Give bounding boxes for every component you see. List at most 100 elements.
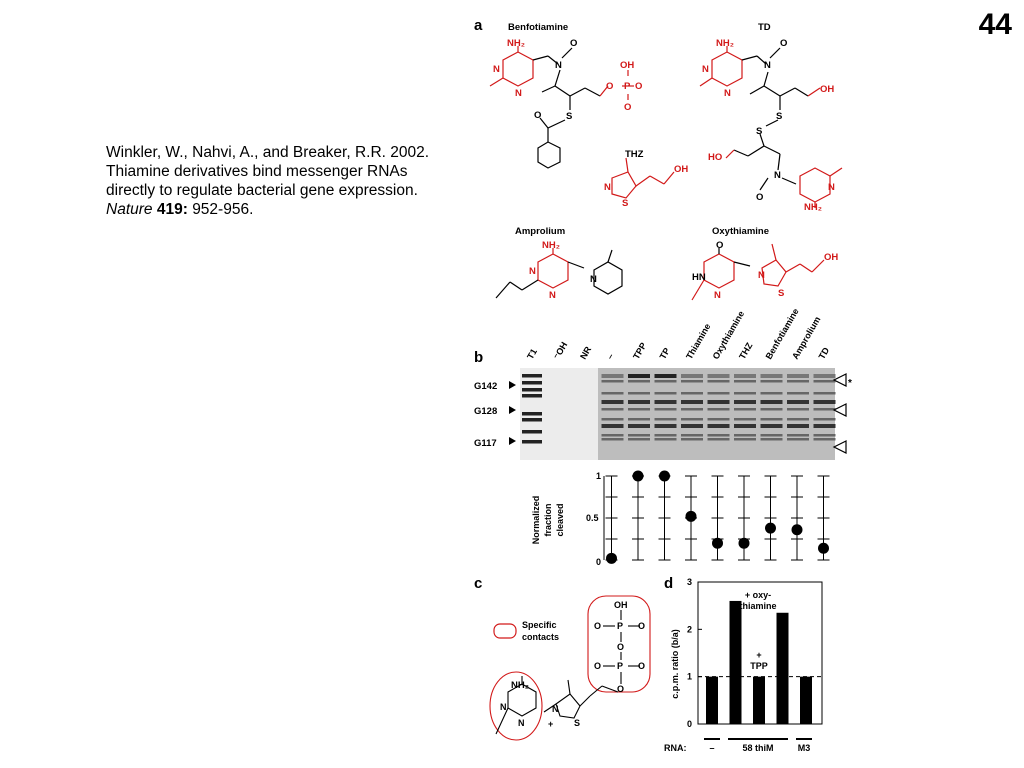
atom-n: N — [774, 170, 781, 181]
lane-label: TP — [658, 346, 672, 361]
data-point — [659, 470, 670, 482]
gel-band — [813, 418, 836, 421]
bar-y-tick-label: 2 — [687, 624, 692, 634]
annotation-oxythiamine: + oxy- — [745, 590, 771, 600]
gel-band — [787, 434, 809, 437]
atom-nh2: NH₂ — [804, 202, 822, 213]
gel-band — [813, 380, 836, 383]
gel-band — [681, 408, 703, 411]
gel-band — [654, 434, 677, 437]
atom-o: O — [638, 621, 645, 631]
atom-o: O — [534, 110, 541, 121]
atom-s: S — [756, 126, 762, 137]
gel-band — [787, 374, 809, 378]
atom-ho: HO — [708, 152, 722, 163]
journal-name: Nature — [106, 201, 153, 218]
atom-n: N — [549, 290, 556, 301]
gel-band — [681, 392, 703, 395]
gel-band — [760, 380, 783, 383]
atom-nh2: NH₂ — [716, 38, 734, 49]
atom-s: S — [574, 718, 580, 728]
atom-s: S — [566, 111, 572, 122]
slide-number: 44 — [978, 8, 1012, 41]
gel-band — [760, 392, 783, 395]
structure-oxythiamine — [691, 243, 825, 301]
gel-band — [707, 434, 730, 437]
atom-s: S — [778, 288, 784, 299]
gel-band — [813, 424, 836, 428]
lane-label: ⁻OH — [552, 340, 570, 361]
citation-line-4: Nature 419: 952-956. — [106, 200, 476, 219]
atom-n: N — [758, 270, 765, 281]
data-point — [791, 524, 803, 536]
ladder-band — [522, 374, 542, 378]
panel-d-letter: d — [664, 575, 673, 592]
open-arrow-icon — [832, 373, 847, 387]
y-tick-1: 1 — [596, 471, 601, 481]
lane-label: – — [605, 352, 616, 361]
atom-o: O — [635, 81, 642, 92]
structure-benfotiamine — [489, 46, 634, 169]
gel-band — [734, 434, 756, 437]
lane-label: TPP — [631, 341, 648, 361]
atom-s: S — [622, 198, 628, 209]
atom-o: O — [756, 192, 763, 203]
bar — [706, 676, 718, 724]
gel-lane-region — [598, 368, 835, 460]
atom-o: O — [780, 38, 787, 49]
band-label-g128: G128 — [474, 406, 497, 417]
atom-o: O — [594, 661, 601, 671]
atom-o: O — [617, 684, 624, 694]
gel-band — [654, 392, 677, 395]
gel-band — [601, 438, 624, 441]
ladder-band — [522, 412, 542, 416]
citation-line-1: Winkler, W., Nahvi, A., and Breaker, R.R… — [106, 144, 430, 161]
gel-band — [601, 400, 624, 404]
gel-band — [760, 424, 783, 428]
gel-bands — [522, 368, 836, 460]
data-point — [765, 522, 776, 534]
atom-o: O — [606, 81, 613, 92]
ladder-band — [522, 418, 542, 422]
bar — [753, 676, 765, 724]
gel-band — [813, 438, 836, 441]
ladder-band — [522, 394, 542, 398]
gel-band — [601, 380, 624, 383]
gel-band — [813, 408, 836, 411]
atom-oh: OH — [820, 84, 834, 95]
lane-label: NR — [578, 344, 593, 361]
gel-band — [628, 374, 650, 378]
compound-name-td: TD — [758, 22, 771, 33]
atom-n: N — [590, 274, 597, 285]
band-label-g117: G117 — [474, 438, 497, 449]
gel-band — [734, 408, 756, 411]
gel-band — [787, 408, 809, 411]
gel-band — [628, 380, 650, 383]
atom-n: N — [552, 704, 559, 714]
gel-band — [681, 438, 703, 441]
ladder-band — [522, 381, 542, 385]
gel-band — [760, 408, 783, 411]
gel-band — [601, 424, 624, 428]
journal-volume: 419: — [156, 201, 188, 218]
annotation-oxythiamine: thiamine — [739, 601, 776, 611]
atom-n: N — [515, 88, 522, 99]
band-marker-icon — [509, 381, 516, 389]
ladder-band — [522, 430, 542, 434]
gel-band — [628, 400, 650, 404]
compound-name-amprolium: Amprolium — [515, 226, 565, 237]
ylabel-normalized-fraction: Normalized fraction cleaved — [531, 496, 565, 545]
gel-band — [787, 424, 809, 428]
rna-group-neg: – — [709, 743, 714, 753]
panel-b-letter: b — [474, 349, 483, 366]
compound-name-oxythiamine: Oxythiamine — [712, 226, 769, 237]
ylabel-line: fraction — [543, 503, 553, 536]
gel-band — [628, 408, 650, 411]
panel-c-letter: c — [474, 575, 482, 592]
bar-y-tick-label: 3 — [687, 577, 692, 587]
journal-pages: 952-956. — [192, 201, 254, 218]
gel-band — [734, 438, 756, 441]
atom-p: P — [617, 621, 623, 631]
